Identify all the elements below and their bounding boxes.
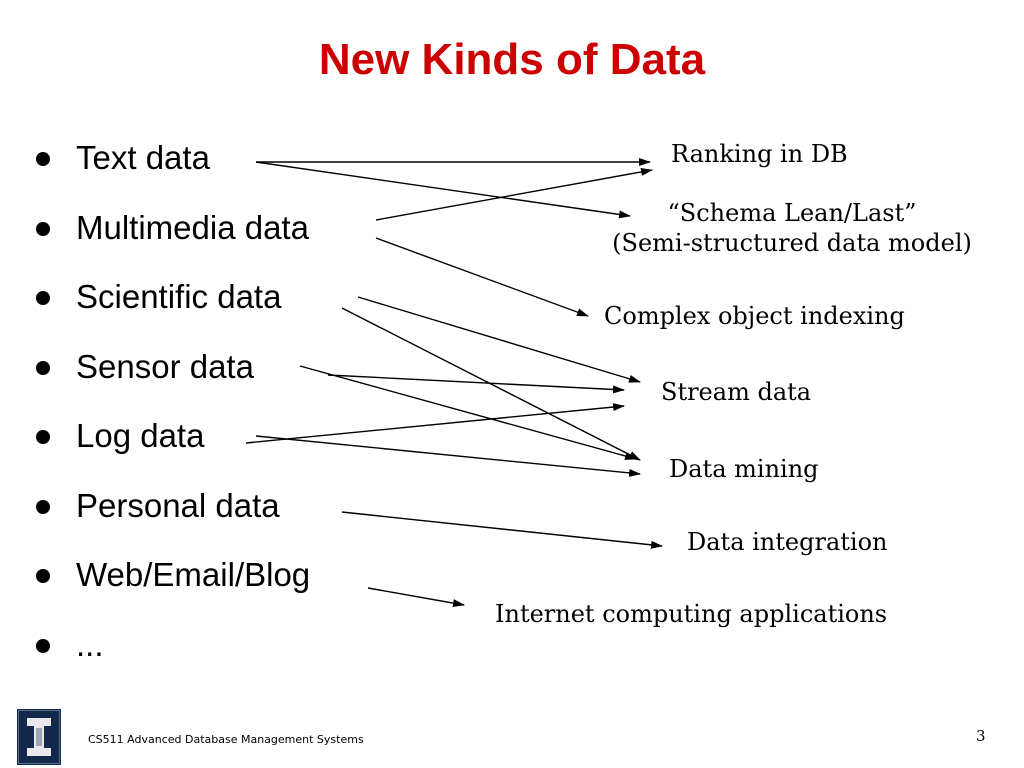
target-data-mining: Data mining — [669, 455, 819, 483]
target-ranking-in-db: Ranking in DB — [671, 140, 848, 168]
arrow-multimedia-to-complex — [375, 237, 589, 317]
bullet-dot-icon — [36, 569, 50, 583]
arrow-sensor-to-stream — [327, 374, 625, 394]
arrow-log-to-stream — [245, 403, 625, 444]
target-data-integration: Data integration — [687, 528, 888, 556]
arrow-log-to-mining — [255, 435, 641, 477]
target-stream-data: Stream data — [661, 378, 812, 406]
page-number: 3 — [976, 727, 986, 745]
bullet-label: Scientific data — [76, 278, 282, 315]
bullet-label: Multimedia data — [76, 208, 309, 246]
arrow-text-to-schema — [255, 161, 631, 219]
target-schema-lean-last: “Schema Lean/Last” (Semi-structured data… — [585, 198, 999, 258]
bullet-dot-icon — [36, 221, 50, 236]
slide-title: New Kinds of Data — [318, 35, 706, 84]
university-illinois-block-i-logo-icon — [17, 709, 61, 765]
bullet-dot-icon — [36, 499, 50, 514]
bullet-label: ... — [76, 625, 104, 663]
bullet-label: Sensor data — [76, 347, 254, 385]
bullet-dot-icon — [36, 638, 50, 653]
arrow-personal-to-integration — [341, 511, 663, 549]
arrow-scientific-to-stream — [357, 296, 641, 383]
bullet-label: Log data — [76, 417, 205, 454]
arrow-multimedia-to-ranking — [375, 168, 653, 221]
bullet-label: Web/Email/Blog — [76, 556, 311, 593]
target-schema-line-1: “Schema Lean/Last” — [667, 199, 917, 227]
bullet-dot-icon — [36, 360, 50, 375]
target-schema-line-2: (Semi-structured data model) — [612, 229, 972, 257]
bullet-label: Text data — [76, 139, 210, 176]
footer-course-title: CS511 Advanced Database Management Syste… — [88, 733, 364, 746]
arrow-web-to-internet — [367, 587, 465, 608]
bullet-dot-icon — [36, 152, 50, 166]
bullet-dot-icon — [36, 291, 50, 305]
arrow-scientific-to-mining — [341, 307, 641, 461]
bullet-dot-icon — [36, 430, 50, 444]
bullet-label: Personal data — [76, 486, 280, 524]
arrow-sensor-to-mining — [299, 365, 637, 460]
target-complex-object-indexing: Complex object indexing — [604, 302, 905, 330]
target-internet-computing: Internet computing applications — [495, 600, 888, 628]
